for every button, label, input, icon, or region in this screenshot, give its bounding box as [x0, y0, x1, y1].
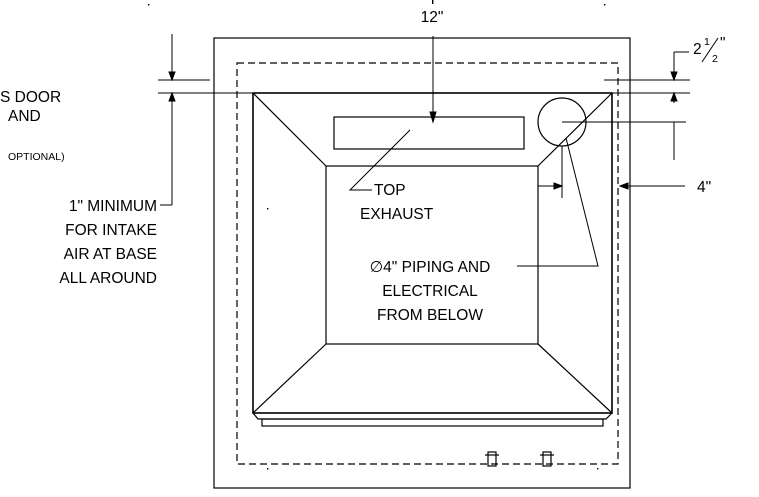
- center-marks: [148, 0, 606, 470]
- unit-legs: [485, 451, 554, 467]
- unit-inner-panel: [325, 165, 539, 345]
- top-exhaust-slot: [333, 116, 525, 150]
- arrow-head: [429, 111, 437, 124]
- diagonal-bottom-right: [537, 343, 613, 414]
- intake-label-3: AIR AT BASE: [64, 246, 157, 263]
- diagonal-top-right: [537, 92, 613, 167]
- access-door-label-3: OPTIONAL): [8, 151, 65, 163]
- diagonal-bottom-left: [252, 343, 327, 414]
- intake-label-1: 1" MINIMUM: [69, 198, 157, 215]
- piping-label-3: FROM BELOW: [377, 307, 483, 324]
- exhaust-label-2: EXHAUST: [360, 206, 434, 223]
- access-door-label-2: AND: [8, 108, 41, 125]
- intake-label-2: FOR INTAKE: [65, 222, 157, 239]
- top-width-dimension: 12": [421, 9, 444, 26]
- svg-text:": ": [720, 35, 726, 52]
- outer-enclosure-outline: [213, 37, 631, 489]
- unit-top-outline: [252, 92, 613, 414]
- clearance-dashed-outline: [236, 62, 619, 465]
- exhaust-leader: [348, 129, 411, 191]
- intake-label-4: ALL AROUND: [59, 270, 157, 287]
- piping-label-2: ELECTRICAL: [382, 283, 478, 300]
- unit-base-plate: [261, 418, 604, 427]
- access-door-label-1: S DOOR: [0, 89, 61, 106]
- piping-label-1: ∅4" PIPING AND: [370, 259, 491, 276]
- exhaust-label-1: TOP: [374, 182, 406, 199]
- svg-text:1: 1: [704, 36, 710, 48]
- svg-text:2: 2: [693, 41, 702, 58]
- piping-leader: [517, 137, 599, 267]
- svg-text:2: 2: [712, 53, 718, 65]
- corner-offset-dimension: 2 1 2 ": [693, 35, 726, 65]
- diagonal-top-left: [252, 92, 327, 167]
- side-clearance-dimension: 4": [697, 179, 711, 196]
- unit-base-lip: [252, 412, 613, 420]
